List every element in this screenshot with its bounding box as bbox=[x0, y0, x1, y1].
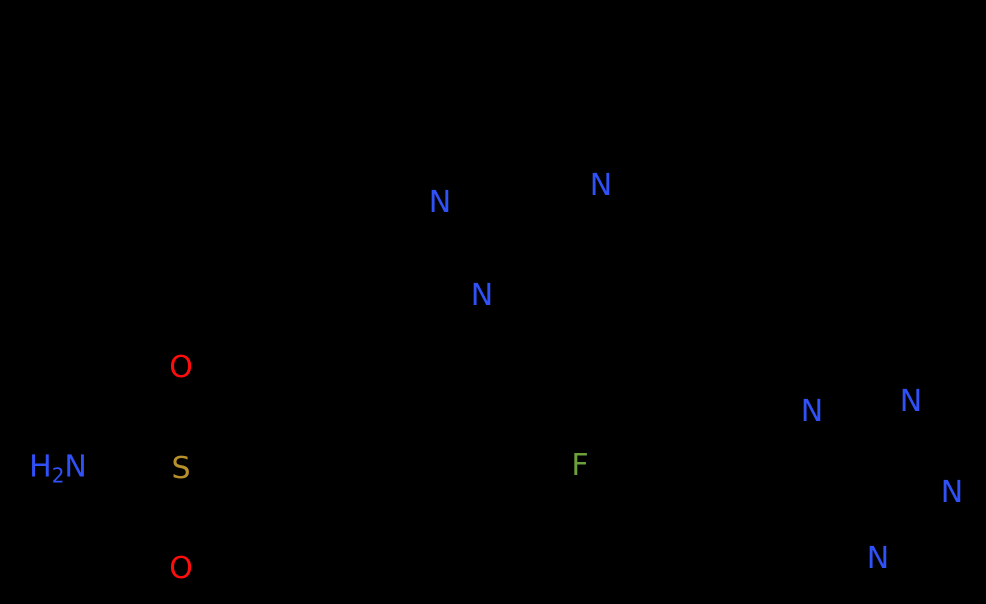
oxygen-atom-top-label: O bbox=[169, 350, 193, 385]
tetrazole-nitrogen-4-label: N bbox=[866, 541, 890, 576]
amine-n-text: N bbox=[64, 449, 87, 485]
tetrazole-nitrogen-1-label: N bbox=[800, 394, 824, 429]
oxygen-atom-bottom-label: O bbox=[169, 551, 193, 586]
sulfur-atom-label: S bbox=[171, 451, 191, 486]
fluorine-atom-label: F bbox=[571, 448, 589, 483]
amine-subscript-text: 2 bbox=[51, 463, 65, 488]
amine-nh2-label: H2N bbox=[29, 449, 87, 488]
triazole-nitrogen-1-label: N bbox=[428, 185, 452, 220]
tetrazole-nitrogen-2-label: N bbox=[899, 384, 923, 419]
tetrazole-nitrogen-3-label: N bbox=[940, 475, 964, 510]
triazole-nitrogen-2-label: N bbox=[589, 168, 613, 203]
triazole-nitrogen-3-label: N bbox=[470, 278, 494, 313]
amine-h-text: H bbox=[29, 449, 52, 485]
